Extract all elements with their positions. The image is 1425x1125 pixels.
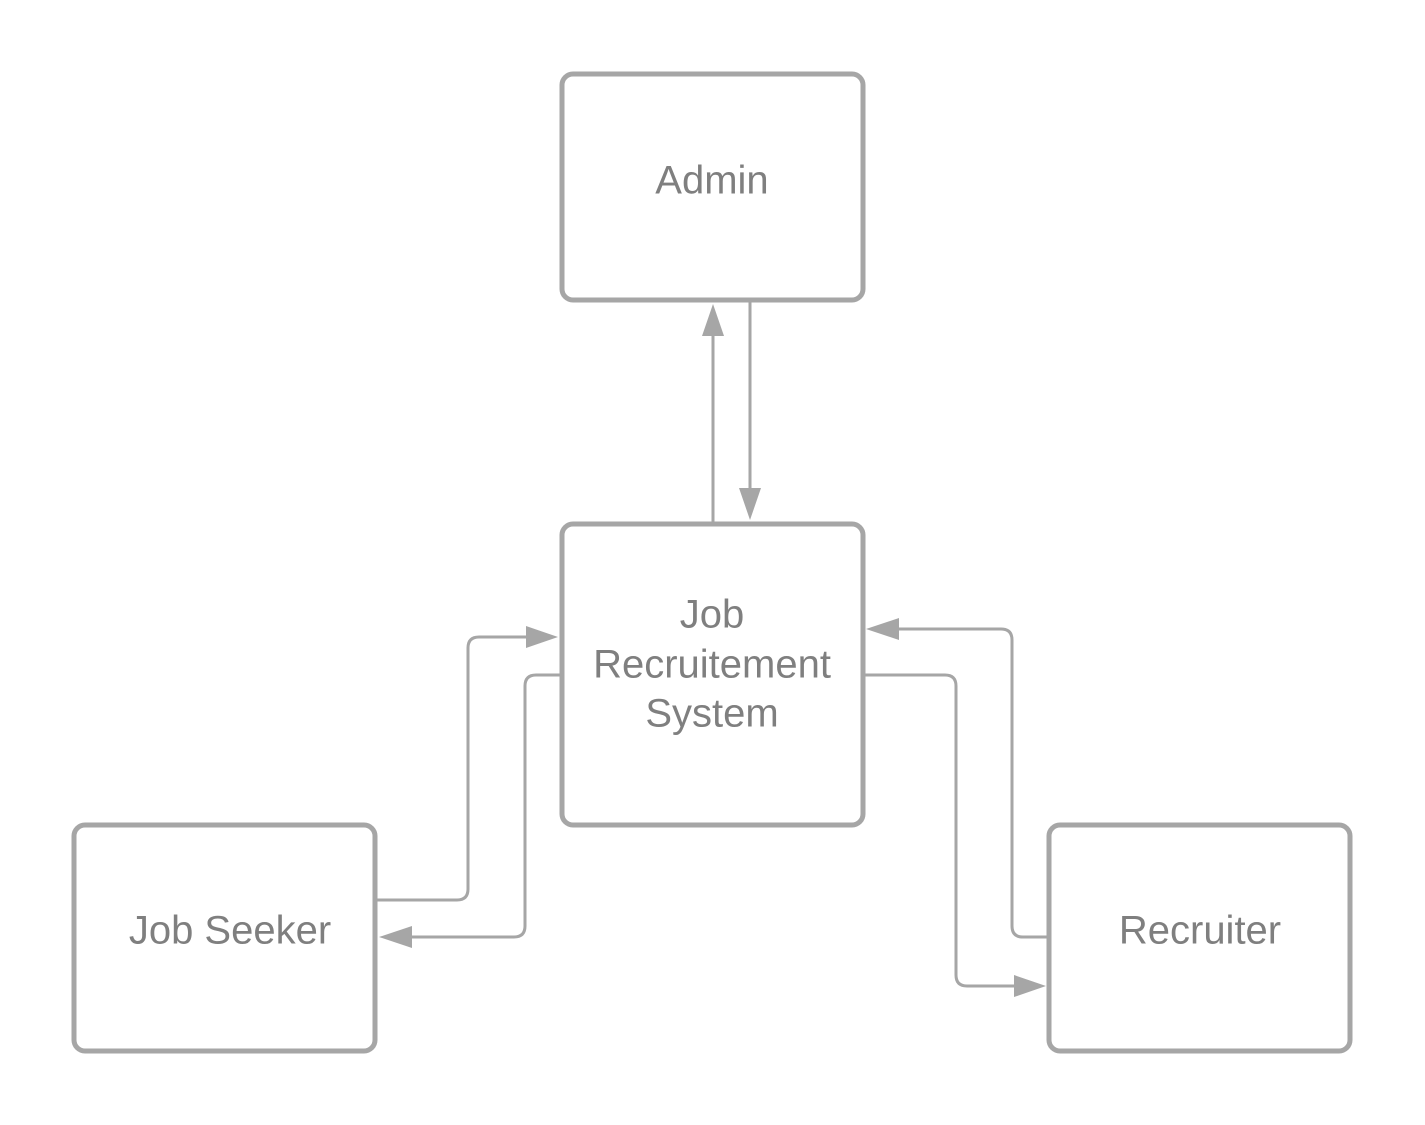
arrow-right-icon — [1014, 975, 1046, 997]
edge-recruiter-to-system — [866, 618, 1048, 939]
edge-system-to-recruiter — [864, 673, 1046, 997]
arrow-left-icon — [866, 618, 899, 640]
arrow-down-icon — [739, 488, 761, 520]
node-recruiter-label: Recruiter — [1119, 909, 1281, 953]
arrow-up-icon — [702, 304, 724, 336]
node-job-seeker-label: Job Seeker — [129, 909, 331, 953]
arrow-left-icon — [379, 926, 412, 948]
edge-admin-to-system — [739, 301, 761, 520]
edge-job-seeker-to-system — [377, 626, 558, 902]
node-admin-label: Admin — [655, 159, 768, 203]
node-system-label-line-3: System — [645, 692, 778, 736]
arrow-right-icon — [526, 626, 558, 648]
node-system-label-line-1: Job — [680, 593, 745, 637]
node-job-seeker: Job Seeker — [71, 822, 378, 1054]
node-system-label-line-2: Recruitement — [593, 643, 831, 687]
node-admin: Admin — [559, 71, 866, 303]
node-system: Job Recruitement System — [559, 521, 866, 828]
node-recruiter: Recruiter — [1046, 822, 1353, 1054]
edge-system-to-job-seeker — [379, 673, 561, 948]
edge-system-to-admin — [702, 304, 724, 522]
